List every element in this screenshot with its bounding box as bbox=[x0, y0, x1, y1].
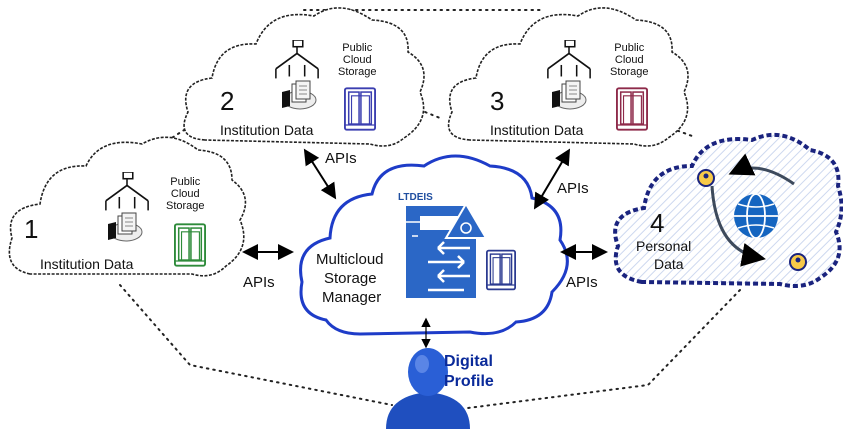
person-icon bbox=[386, 348, 470, 429]
personal-flow-icon bbox=[710, 153, 795, 267]
cloud-2-number: 2 bbox=[220, 86, 235, 116]
network-triangle-icon bbox=[444, 202, 488, 239]
cloud-4-number: 4 bbox=[650, 208, 665, 238]
cloud-2-caption: Institution Data bbox=[220, 122, 314, 138]
manager-line2: Storage bbox=[324, 270, 377, 287]
api-arrows bbox=[242, 148, 608, 349]
manager-server-icon bbox=[486, 249, 516, 291]
cloud-server-icon bbox=[174, 223, 206, 267]
manager-line1: Multicloud bbox=[316, 251, 384, 268]
globe-icon bbox=[734, 193, 778, 239]
api-label-top-left: APIs bbox=[325, 150, 357, 167]
cloud-1-storage-label: Public Cloud Storage bbox=[166, 176, 205, 212]
cloud-3-storage-label: Public Cloud Storage bbox=[610, 42, 649, 78]
digital-profile-line1: Digital bbox=[444, 353, 493, 370]
cloud-1-caption: Institution Data bbox=[40, 256, 134, 272]
cloud-4-shape bbox=[613, 132, 843, 288]
user-avatar-icon bbox=[697, 169, 807, 271]
cloud-1-number: 1 bbox=[24, 214, 39, 244]
personal-caption-line1: Personal bbox=[636, 238, 692, 254]
cloud-3-caption: Institution Data bbox=[490, 122, 584, 138]
ltdeis-brand-label: LTDEIS bbox=[398, 192, 433, 203]
cloud-2-storage-label: Public Cloud Storage bbox=[338, 42, 377, 78]
cloud-3-number: 3 bbox=[490, 86, 505, 116]
manager-line3: Manager bbox=[322, 289, 382, 306]
digital-profile-line2: Profile bbox=[444, 373, 494, 390]
api-label-right: APIs bbox=[566, 274, 598, 291]
personal-caption-line2: Data bbox=[654, 256, 684, 272]
api-label-left: APIs bbox=[243, 274, 275, 291]
cloud-server-icon bbox=[344, 87, 376, 131]
api-label-top-right: APIs bbox=[557, 180, 589, 197]
cloud-server-icon bbox=[616, 87, 648, 131]
